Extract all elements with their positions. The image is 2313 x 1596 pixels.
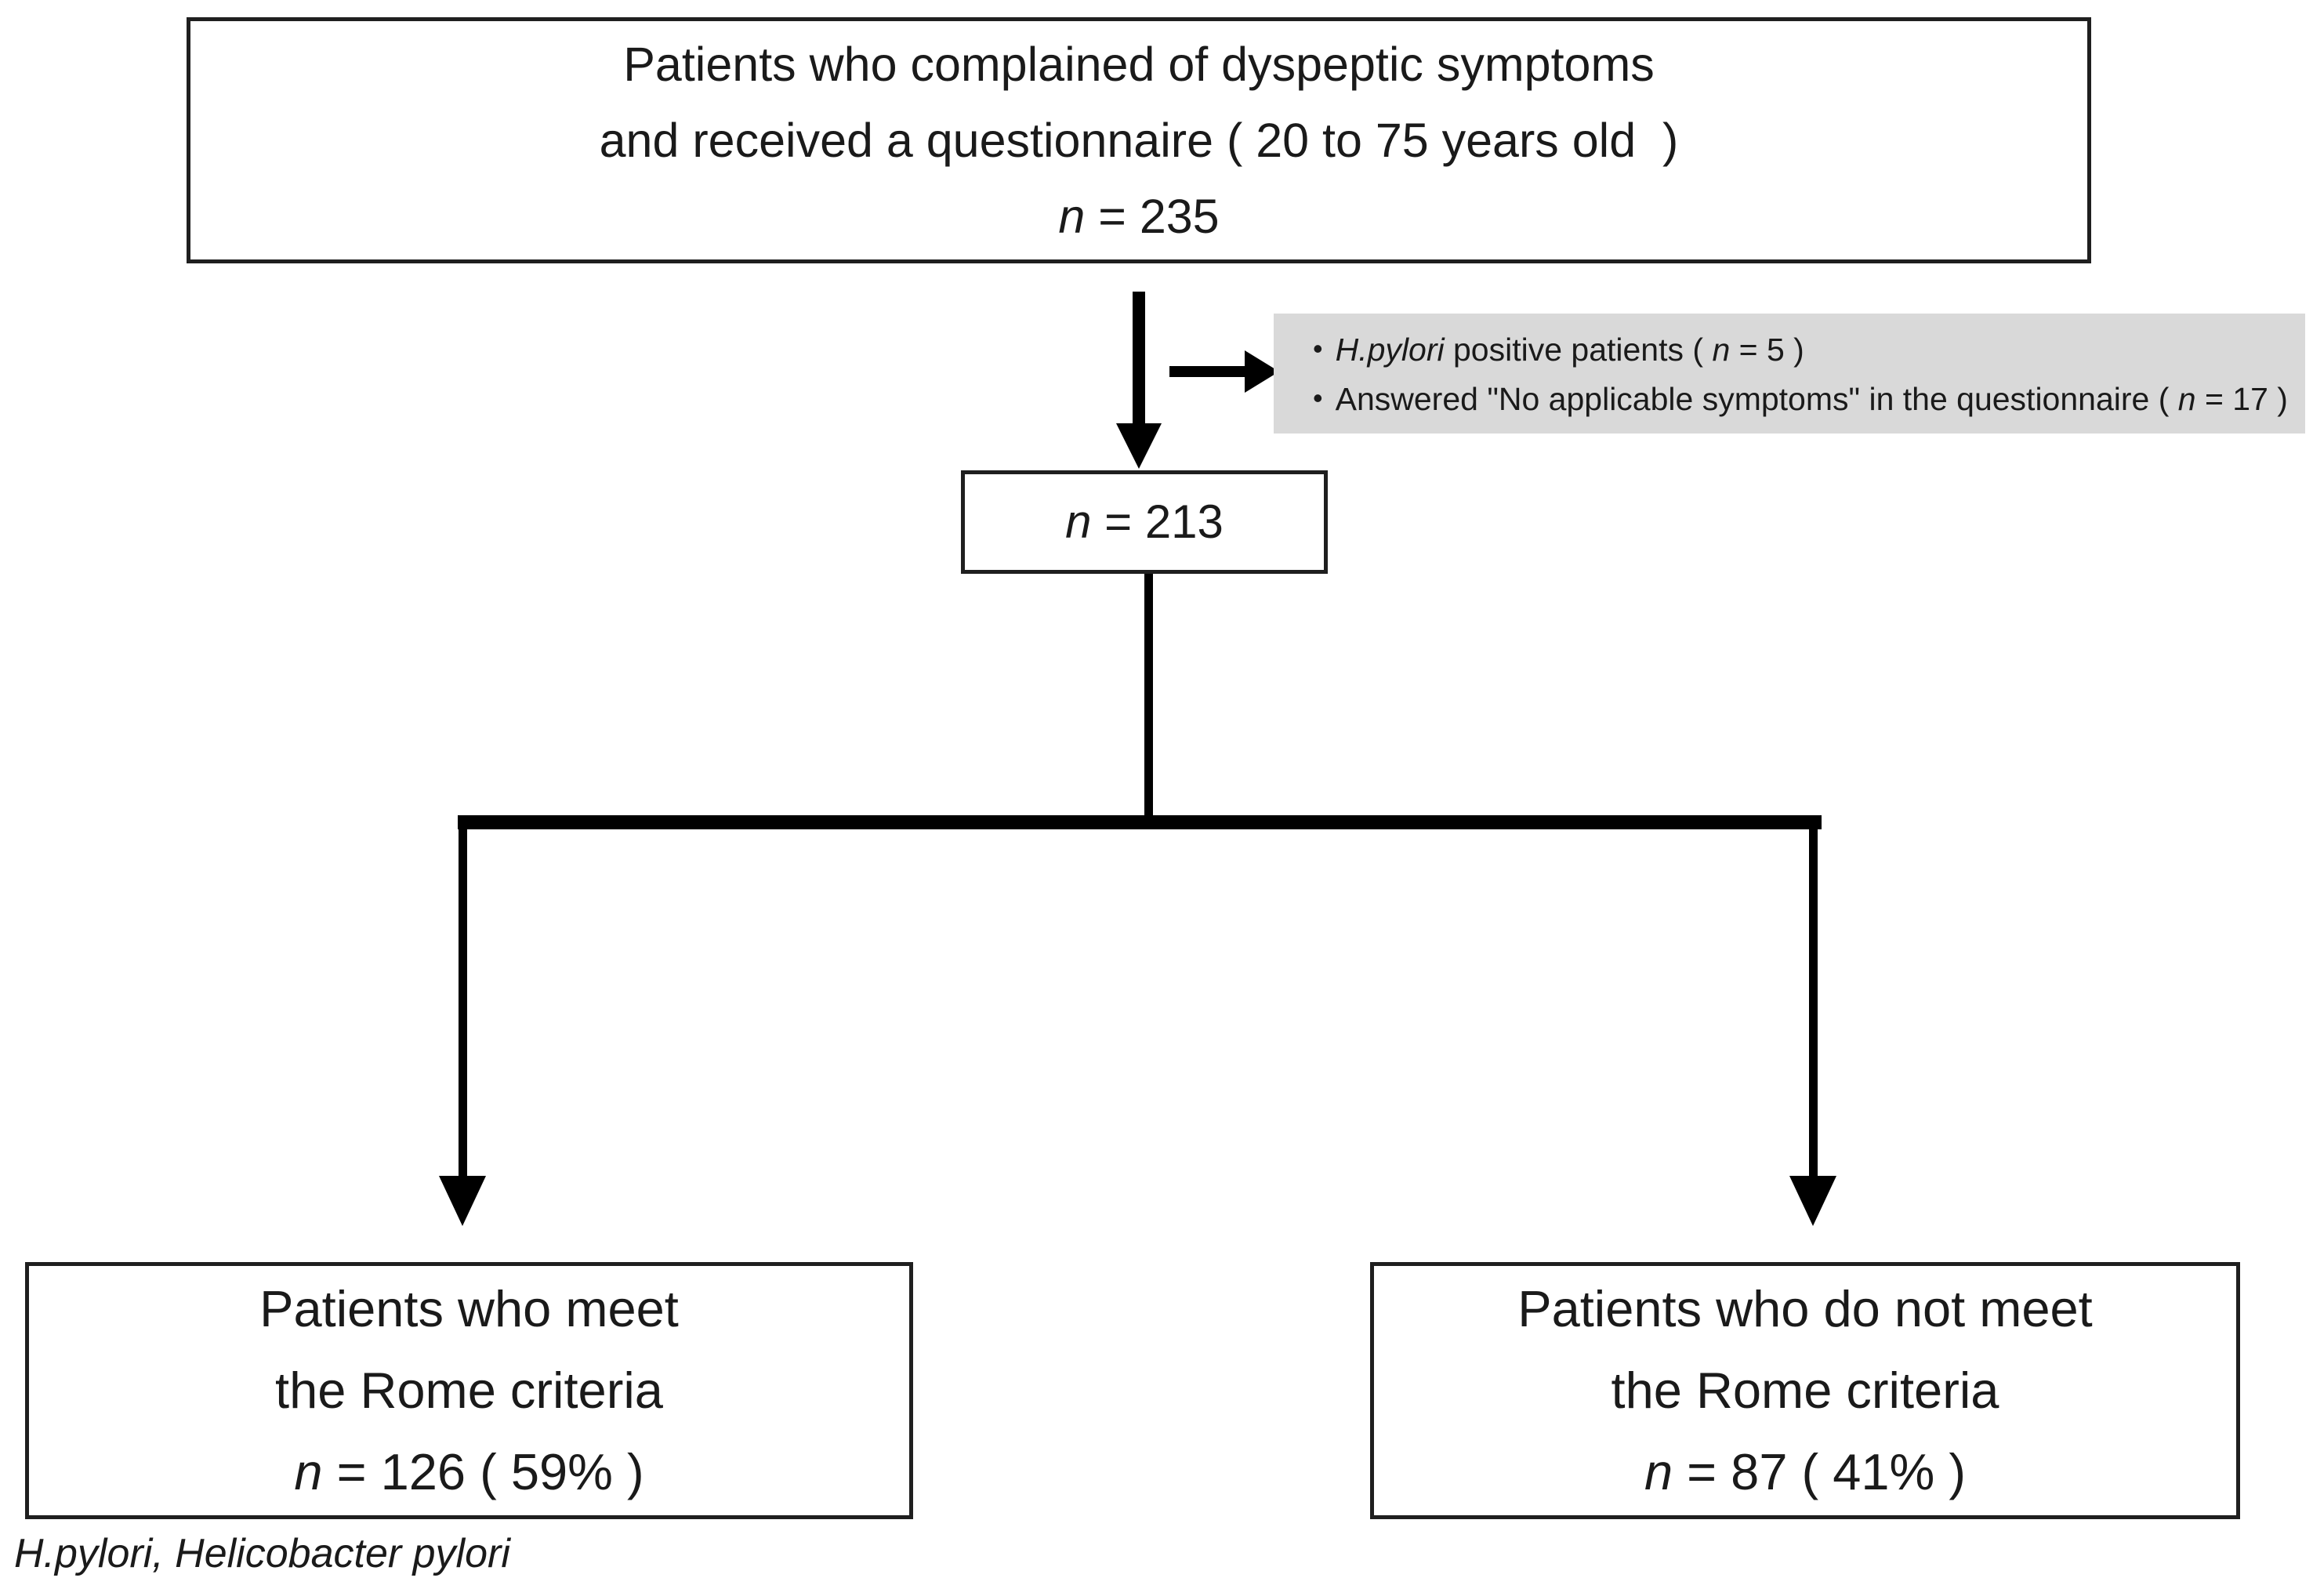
not-meet-rome-count: n = 87 ( 41% ): [1644, 1431, 1966, 1513]
enrollment-line1: Patients who complained of dyspeptic sym…: [623, 37, 1655, 91]
exclusion2-n-symbol: n: [2177, 380, 2196, 417]
exclusion1-species: H.pylori: [1335, 331, 1445, 368]
eligible-box: n = 213: [961, 470, 1328, 574]
enrollment-line2: and received a questionnaire ( 20 to 75 …: [599, 113, 1679, 167]
exclusion2-text: Answered "No applicable symptoms" in the…: [1335, 380, 2178, 417]
bullet-icon: •: [1313, 381, 1323, 414]
eligible-count: n = 213: [1065, 495, 1224, 550]
arrow-to-left-box-stem: [459, 829, 467, 1178]
eligible-n-value: = 213: [1091, 495, 1224, 548]
exclusion1-n-value: = 5 ): [1730, 331, 1804, 368]
arrow-to-left-box-head-icon: [439, 1176, 486, 1226]
arrow-to-exclusions-stem: [1169, 366, 1248, 377]
arrow-top-to-mid-stem: [1133, 292, 1145, 426]
enrollment-n-symbol: n: [1058, 189, 1086, 243]
bullet-icon: •: [1313, 332, 1323, 365]
not-meet-rome-line2: the Rome criteria: [1611, 1362, 1999, 1419]
enrollment-n-value: = 235: [1085, 189, 1220, 243]
meet-rome-count: n = 126 ( 59% ): [294, 1431, 644, 1513]
arrow-to-right-box-stem: [1809, 829, 1818, 1178]
not-meet-rome-n-symbol: n: [1644, 1443, 1673, 1500]
exclusion1-text: positive patients (: [1444, 331, 1713, 368]
connector-mid-stem: [1144, 574, 1153, 818]
not-meet-rome-n-value: = 87 ( 41% ): [1673, 1443, 1967, 1500]
meet-rome-n-symbol: n: [294, 1443, 323, 1500]
exclusion-item-no-symptoms: • Answered "No applicable symptoms" in th…: [1313, 374, 2297, 423]
arrow-to-right-box-head-icon: [1789, 1176, 1836, 1226]
exclusion1-n-symbol: n: [1712, 331, 1731, 368]
meet-rome-box: Patients who meet the Rome criteria n = …: [25, 1262, 913, 1519]
arrow-top-to-mid-head-icon: [1116, 423, 1162, 469]
meet-rome-line1: Patients who meet: [259, 1280, 679, 1337]
arrow-to-exclusions-head-icon: [1245, 350, 1279, 393]
connector-branch-line: [458, 815, 1822, 829]
not-meet-rome-line1: Patients who do not meet: [1517, 1280, 2093, 1337]
exclusion-item-hpylori: • H.pylori positive patients ( n = 5 ): [1313, 325, 2297, 374]
eligible-n-symbol: n: [1065, 495, 1092, 548]
meet-rome-n-value: = 126 ( 59% ): [322, 1443, 644, 1500]
exclusion2-n-value: = 17 ): [2195, 380, 2288, 417]
not-meet-rome-box: Patients who do not meet the Rome criter…: [1370, 1262, 2240, 1519]
exclusion-box: • H.pylori positive patients ( n = 5 ) • A…: [1274, 314, 2305, 433]
enrollment-count: n = 235: [1058, 179, 1219, 255]
abbreviation-footnote: H.pylori, Helicobacter pylori: [14, 1531, 510, 1576]
meet-rome-line2: the Rome criteria: [275, 1362, 663, 1419]
enrollment-box: Patients who complained of dyspeptic sym…: [187, 17, 2091, 263]
